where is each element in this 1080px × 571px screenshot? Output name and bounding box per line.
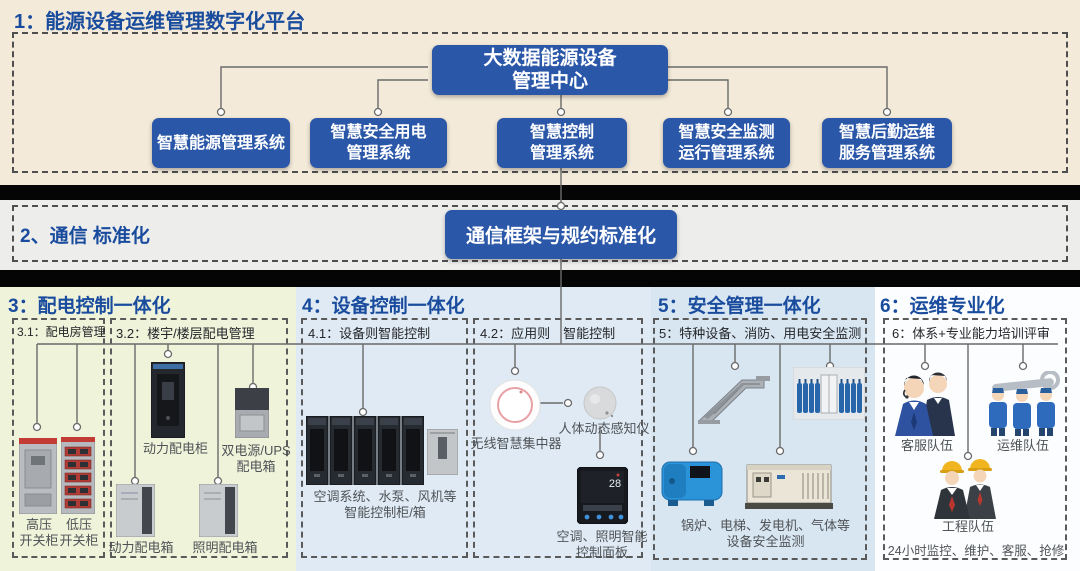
generator-image xyxy=(745,464,833,509)
hv-switchgear-label: 高压 开关柜 xyxy=(10,517,68,549)
subframe-4-1 xyxy=(301,318,468,558)
section6-footer: 24小时监控、维护、客服、抢修 xyxy=(884,543,1068,559)
smart-panel-reading: 28 xyxy=(608,478,622,490)
high-voltage-switchgear-image xyxy=(19,438,57,514)
hvac-caption: 空调系统、水泵、风机等 智能控制柜/箱 xyxy=(304,489,466,521)
subframe-5 xyxy=(653,318,867,560)
system-box-label: 运行管理系统 xyxy=(678,145,775,162)
section2-frame xyxy=(12,205,1068,262)
label-line: 运维队伍 xyxy=(996,438,1049,453)
subtitle-3-2: 3.2：楼宇/楼层配电管理 xyxy=(116,326,255,341)
concentrator-label: 无线智慧集中器 xyxy=(467,436,565,452)
subtitle-4-1: 4.1：设备则智能控制 xyxy=(308,326,431,341)
center-box-line2: 管理中心 xyxy=(511,71,588,92)
label-line: 照明配电箱 xyxy=(192,540,258,555)
wireless-concentrator-image xyxy=(489,379,541,431)
section5-caption: 锅炉、电梯、发电机、气体等 设备安全监测 xyxy=(668,518,863,550)
label-line: 客服队伍 xyxy=(900,438,953,453)
gas-cylinders-image xyxy=(793,367,865,420)
system-box-energy: 智慧能源管理系统 xyxy=(152,118,290,168)
label-line: 工程队伍 xyxy=(941,519,994,534)
system-box-safe-power: 智慧安全用电 管理系统 xyxy=(310,118,447,168)
label-line: 开关柜 xyxy=(59,533,99,548)
ups-distribution-box-image xyxy=(235,388,269,438)
label-line: 无线智慧集中器 xyxy=(470,436,562,451)
subframe-3-1 xyxy=(12,318,105,558)
label-line: 动力配电柜 xyxy=(142,441,208,456)
label-line: 控制面板 xyxy=(575,545,628,560)
power-cabinet-label: 动力配电柜 xyxy=(128,441,223,457)
body-sensor-label: 人体动态感知仪 xyxy=(554,421,654,437)
system-box-label: 智慧安全用电 xyxy=(330,124,427,141)
hvac-gray-cabinet-image xyxy=(427,429,458,475)
section5-panel xyxy=(651,287,875,571)
comm-standard-box: 通信框架与规约标准化 xyxy=(445,210,677,259)
system-box-label: 智慧安全监测 xyxy=(678,124,775,141)
section1-title: 1：能源设备运维管理数字化平台 xyxy=(14,11,306,33)
system-box-label: 管理系统 xyxy=(346,145,411,162)
system-box-label: 智慧后勤运维 xyxy=(838,124,935,141)
system-box-label: 智慧能源管理系统 xyxy=(156,134,285,152)
section6-title: 6：运维专业化 xyxy=(880,296,1005,317)
power-distribution-cabinet-image xyxy=(151,362,185,438)
comm-standard-label: 通信框架与规约标准化 xyxy=(465,226,656,247)
label-line: 空调系统、水泵、风机等 xyxy=(313,489,457,504)
label-line: 双电源/UPS xyxy=(221,443,291,458)
divider-band-2 xyxy=(0,270,1080,287)
label-line: 低压 xyxy=(65,517,92,532)
system-box-label: 管理系统 xyxy=(529,145,594,162)
engineering-team-image xyxy=(934,459,996,519)
lighting-box-label: 照明配电箱 xyxy=(180,540,270,556)
lv-switchgear-label: 低压 开关柜 xyxy=(50,517,108,549)
smart-panel-image xyxy=(577,467,628,524)
label-line: 空调、照明智能 xyxy=(556,529,648,544)
divider-band-1 xyxy=(0,185,1080,200)
center-box: 大数据能源设备 管理中心 xyxy=(432,45,668,95)
customer-service-team-image xyxy=(895,372,955,436)
ops-team-label: 运维队伍 xyxy=(992,438,1054,454)
ups-box-label: 双电源/UPS 配电箱 xyxy=(216,443,296,475)
section3-title: 3：配电控制一体化 xyxy=(8,296,171,317)
section2-title: 2、通信 标准化 xyxy=(20,226,150,247)
label-line: 开关柜 xyxy=(19,533,59,548)
section5-title: 5：安全管理一体化 xyxy=(658,296,821,317)
lighting-distribution-box-image xyxy=(199,484,238,537)
label-line: 24小时监控、维护、客服、抢修 xyxy=(887,544,1065,558)
label-line: 人体动态感知仪 xyxy=(558,421,650,436)
maintenance-team-image xyxy=(989,371,1060,436)
subtitle-3-1: 3.1：配电房管理 xyxy=(17,325,106,339)
system-box-label: 智慧控制 xyxy=(529,124,594,141)
power-distribution-box-image xyxy=(116,484,155,537)
subframe-3-2 xyxy=(110,318,288,558)
body-motion-sensor-image xyxy=(583,386,617,420)
subtitle-5: 5：特种设备、消防、用电安全监测 xyxy=(659,326,862,341)
center-box-line1: 大数据能源设备 xyxy=(483,48,617,69)
subframe-4-2 xyxy=(473,318,643,558)
label-line: 高压 xyxy=(25,517,52,532)
subtitle-6: 6：体系+专业能力培训评审 xyxy=(892,326,1050,341)
escalator-image xyxy=(698,376,770,424)
system-box-logistics: 智慧后勤运维 服务管理系统 xyxy=(822,118,952,168)
subtitle-4-2: 4.2：应用则 智能控制 xyxy=(480,326,616,341)
label-line: 锅炉、电梯、发电机、气体等 xyxy=(680,518,850,533)
section1-frame xyxy=(12,32,1068,173)
system-box-control: 智慧控制 管理系统 xyxy=(497,118,627,168)
cs-team-label: 客服队伍 xyxy=(896,438,958,454)
system-box-label: 服务管理系统 xyxy=(838,145,935,162)
boiler-image xyxy=(661,461,723,506)
low-voltage-switchgear-image xyxy=(61,437,95,514)
smart-panel-label: 空调、照明智能 控制面板 xyxy=(552,529,652,561)
label-line: 智能控制柜/箱 xyxy=(344,505,426,520)
system-box-safety-monitor: 智慧安全监测 运行管理系统 xyxy=(663,118,790,168)
label-line: 配电箱 xyxy=(236,459,276,474)
power-box-label: 动力配电箱 xyxy=(96,540,186,556)
subframe-6 xyxy=(883,318,1067,560)
section4-title: 4：设备控制一体化 xyxy=(302,296,465,317)
hvac-control-cabinets-image xyxy=(306,416,424,485)
eng-team-label: 工程队伍 xyxy=(937,519,999,535)
label-line: 动力配电箱 xyxy=(108,540,174,555)
label-line: 设备安全监测 xyxy=(726,534,805,549)
